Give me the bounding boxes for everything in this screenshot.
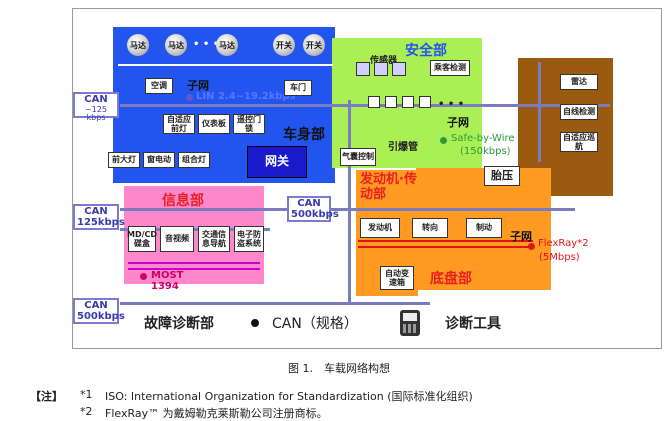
ellipsis: • • • [438, 99, 465, 110]
tire-node: 胎压 [484, 166, 520, 186]
squib-node [368, 96, 380, 108]
chassis-section-title: 底盘部 [430, 271, 472, 287]
lin-label: LIN 2.4~19.2kbps [196, 91, 296, 102]
flexray-line-1 [358, 240, 533, 242]
can-name: CAN [84, 94, 108, 105]
can-label: CAN ~125 kbps [73, 92, 119, 122]
can-name: CAN [84, 206, 108, 217]
auto-trans-node: 自动变速箱 [380, 266, 414, 290]
sensor-node [392, 62, 406, 76]
squib-node [402, 96, 414, 108]
occupant-node: 乘客检测 [430, 60, 470, 76]
door-node: 车门 [284, 80, 312, 96]
flexray-label: FlexRay*2 [538, 238, 589, 249]
instrument-node: 仪表板 [198, 114, 230, 134]
can-label: CAN 500kbps [287, 196, 339, 222]
can-bus-info [120, 228, 270, 231]
can-rate: ~125 kbps [85, 104, 107, 122]
its-bus [538, 62, 541, 162]
combo-light-node: 组合灯 [178, 152, 210, 168]
can-label: CAN 125kbps [73, 204, 125, 230]
flexray-line-2 [358, 246, 533, 248]
note-mark: *1 [80, 388, 93, 401]
most-dot [140, 273, 147, 280]
chassis-subnet-label: 子网 [510, 230, 532, 243]
flexray-rate: (5Mbps) [539, 252, 580, 263]
can-name: CAN [84, 300, 108, 311]
figure-caption: 图 1. 车载网络构想 [288, 362, 390, 375]
safe-by-wire-label: Safe-by-Wire [451, 133, 515, 144]
remote-lock-node: 遥控门锁 [233, 114, 265, 134]
safety-section-title: 安全部 [405, 43, 447, 59]
safe-by-wire-dot [440, 137, 447, 144]
squib-node [419, 96, 431, 108]
body-subnet-label: 子网 [187, 79, 209, 92]
flexray-dot [528, 243, 535, 250]
diag-section-label: 故障诊断部 [144, 316, 214, 332]
lin-bus [118, 64, 333, 66]
can-bus-vertical [348, 100, 351, 305]
can-rate: 500kbps [291, 208, 339, 220]
can-bus-mid [120, 208, 575, 211]
lin-dot [186, 94, 193, 101]
sensor-label: 传感器 [370, 56, 398, 66]
most-label: MOST [151, 270, 184, 281]
wireless-node: 自线检测 [560, 104, 598, 120]
info-section-title: 信息部 [162, 193, 204, 209]
most-line-2 [128, 268, 260, 270]
powertrain-section-title: 发动机·传动部 [360, 172, 417, 202]
can-bus-top [120, 104, 610, 107]
diag-tool-label: 诊断工具 [445, 316, 501, 332]
sensor-node [356, 62, 370, 76]
airbag-node: 气囊控制 [340, 148, 376, 166]
can-name: CAN [297, 198, 321, 209]
md-cd-node: MD/CD 碟盒 [127, 226, 157, 252]
switch-icon: 开关 [273, 34, 295, 56]
window-motor-node: 窗电动 [143, 152, 175, 168]
sensor-node [374, 62, 388, 76]
radar-node: 雷达 [560, 74, 598, 90]
its-section-title: ITS部 [560, 177, 599, 193]
safety-subnet-label: 子网 [447, 116, 469, 129]
switch-icon: 开关 [303, 34, 325, 56]
auto-light-node: 自适应前灯 [163, 114, 195, 134]
can-label: CAN 500kbps [73, 298, 125, 324]
squib-node [385, 96, 397, 108]
can-rate: 500kbps [77, 310, 125, 322]
motor-icon: 马达 [216, 34, 238, 56]
squib-label: 引爆管 [388, 142, 418, 153]
notes-label: 【注】 [30, 390, 63, 403]
traffic-node: 交通信息导航 [198, 226, 230, 252]
steering-node: 转向 [412, 218, 448, 238]
video-node: 音视频 [160, 226, 194, 252]
diag-tool-icon [400, 310, 420, 336]
brake-node: 制动 [466, 218, 502, 238]
headlight-node: 前大灯 [108, 152, 140, 168]
note-mark: *2 [80, 405, 93, 418]
can-standard-dot [251, 319, 259, 327]
adaptive-cruise-node: 自适应巡航 [560, 132, 598, 152]
body-section-title: 车身部 [283, 127, 325, 143]
note-text: FlexRay™ 为戴姆勒克莱斯勒公司注册商标。 [105, 407, 328, 420]
note-text: ISO: International Organization for Stan… [105, 390, 473, 403]
motor-icon: 马达 [165, 34, 187, 56]
ellipsis: • • • [193, 39, 220, 50]
ecall-node: 电子防盗系统 [234, 226, 264, 252]
engine-node: 发动机 [360, 218, 400, 238]
motor-icon: 马达 [127, 34, 149, 56]
can-bus-bottom [120, 302, 430, 305]
ieee1394-label: 1394 [151, 281, 179, 292]
ac-node: 空调 [145, 78, 173, 94]
most-line-1 [128, 262, 260, 264]
can-rate: 125kbps [77, 216, 125, 228]
safe-by-wire-rate: (150kbps) [460, 146, 511, 157]
gateway-node: 网关 [247, 146, 307, 178]
can-standard-label: CAN（规格） [272, 316, 358, 332]
